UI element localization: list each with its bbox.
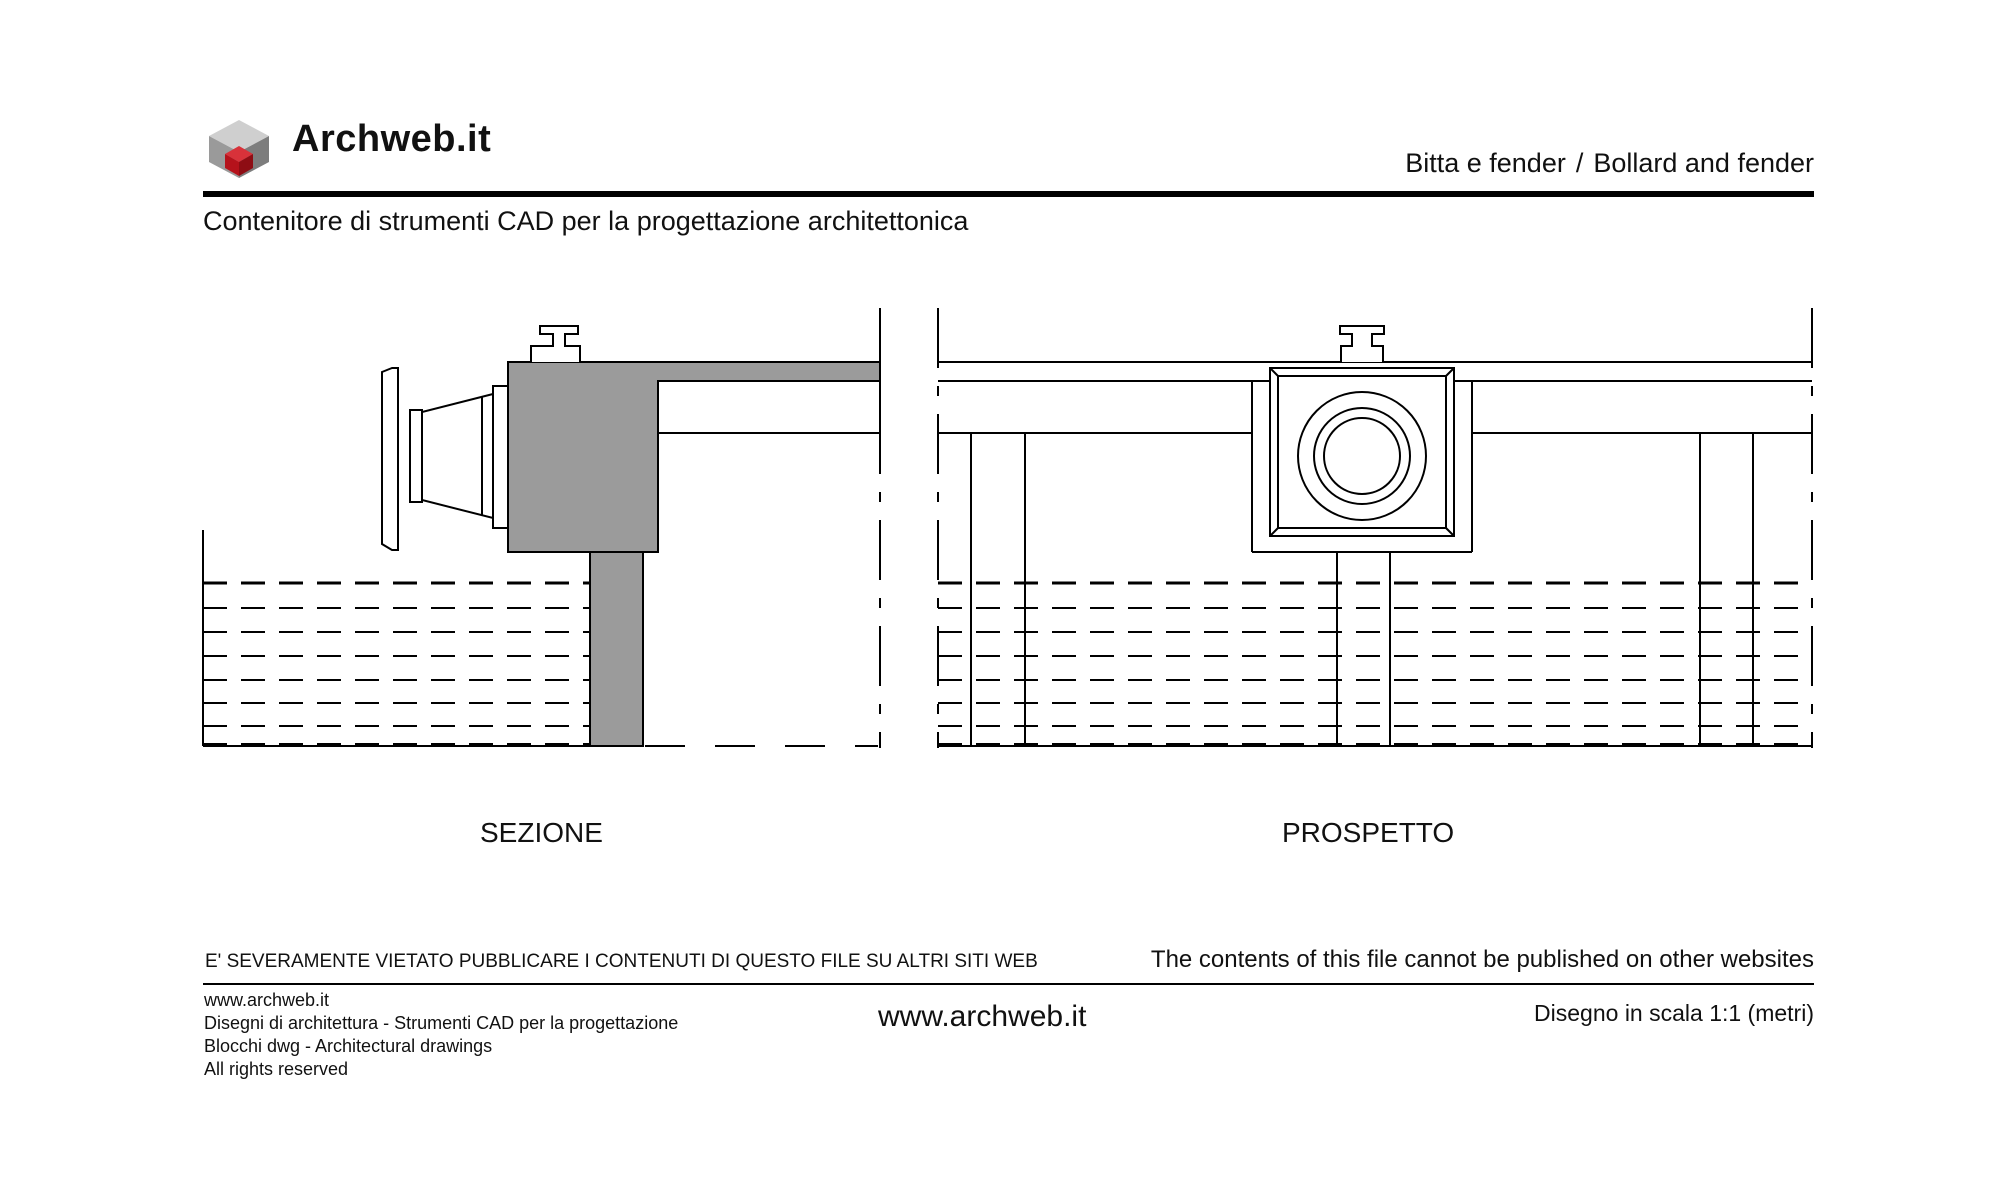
elevation-fender xyxy=(1269,367,1455,537)
footer-site-link[interactable]: www.archweb.it xyxy=(204,990,330,1010)
header-subtitle: Contenitore di strumenti CAD per la prog… xyxy=(203,206,969,236)
header-rule xyxy=(203,191,1814,197)
drawing-scale: Disegno in scala 1:1 (metri) xyxy=(1534,1000,1814,1026)
elevation-piles xyxy=(970,433,1754,746)
title-italian: Bitta e fender xyxy=(1405,148,1566,178)
section-label: SEZIONE xyxy=(480,817,603,848)
footer-line-3: Blocchi dwg - Architectural drawings xyxy=(204,1036,493,1056)
elevation-bollard xyxy=(1339,325,1385,362)
title-english: Bollard and fender xyxy=(1593,148,1814,178)
footer-rule xyxy=(203,983,1814,985)
section-fender xyxy=(381,367,509,551)
archweb-logo-icon xyxy=(209,120,269,178)
warning-english: The contents of this file cannot be publ… xyxy=(1150,946,1814,973)
elevation-view xyxy=(937,308,1813,748)
footer-center-url[interactable]: www.archweb.it xyxy=(878,1000,1087,1033)
elevation-water xyxy=(938,581,1812,745)
footer-rights: All rights reserved xyxy=(204,1059,349,1079)
section-pile xyxy=(589,551,644,747)
footer-line-2: Disegni di architettura - Strumenti CAD … xyxy=(204,1013,679,1033)
section-view xyxy=(202,308,881,748)
warning-italian: E' SEVERAMENTE VIETATO PUBBLICARE I CONT… xyxy=(205,951,1038,972)
drawing-title: Bitta e fender / Bollard and fender xyxy=(1405,148,1814,179)
section-bollard xyxy=(530,325,581,362)
title-separator: / xyxy=(1575,148,1584,178)
brand-name: Archweb.it xyxy=(292,118,492,160)
elevation-label: PROSPETTO xyxy=(1282,817,1455,848)
section-water xyxy=(203,582,590,745)
